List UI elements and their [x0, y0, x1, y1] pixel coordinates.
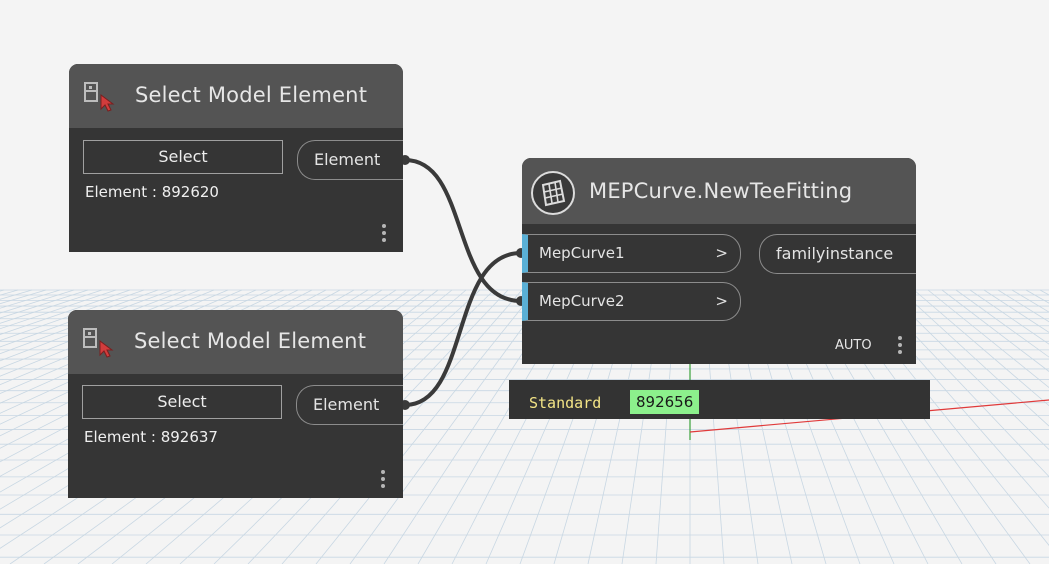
input-port-mepcurve2[interactable]: MepCurve2 >: [522, 282, 741, 321]
node-title: MEPCurve.NewTeeFitting: [589, 179, 853, 203]
chevron-right-icon[interactable]: >: [715, 244, 728, 262]
preview-bubble[interactable]: Standard 892656: [509, 380, 930, 419]
node-title: Select Model Element: [134, 329, 367, 353]
mepcurve-newteefitting-node[interactable]: MEPCurve.NewTeeFitting MepCurve1 > MepCu…: [522, 158, 916, 364]
tee-fitting-icon: [530, 170, 576, 220]
element-id-text: Element : 892620: [85, 183, 219, 201]
select-model-element-icon: [84, 80, 116, 116]
node-header[interactable]: Select Model Element: [68, 310, 403, 374]
select-model-element-icon: [83, 326, 115, 362]
preview-value-label: 892656: [630, 390, 700, 414]
output-port-familyinstance[interactable]: familyinstance: [759, 234, 916, 274]
node-header[interactable]: Select Model Element: [69, 64, 403, 128]
preview-type-label: Standard: [529, 394, 602, 412]
output-port-element[interactable]: Element: [297, 140, 403, 180]
output-port-element[interactable]: Element: [296, 385, 403, 425]
element-id-text: Element : 892637: [84, 428, 218, 446]
input-port-label: MepCurve1: [539, 244, 625, 262]
select-model-element-node-1[interactable]: Select Model Element Select Element : 89…: [69, 64, 403, 252]
input-port-mepcurve1[interactable]: MepCurve1 >: [522, 234, 741, 273]
lacing-label[interactable]: AUTO: [835, 338, 872, 353]
select-button[interactable]: Select: [82, 385, 282, 419]
chevron-right-icon[interactable]: >: [715, 292, 728, 310]
node-title: Select Model Element: [135, 83, 368, 107]
node-options-icon[interactable]: [381, 470, 385, 491]
select-button[interactable]: Select: [83, 140, 283, 174]
node-options-icon[interactable]: [382, 224, 386, 245]
select-model-element-node-2[interactable]: Select Model Element Select Element : 89…: [68, 310, 403, 498]
node-header[interactable]: MEPCurve.NewTeeFitting: [522, 158, 916, 224]
node-options-icon[interactable]: [898, 336, 902, 357]
input-port-label: MepCurve2: [539, 292, 625, 310]
